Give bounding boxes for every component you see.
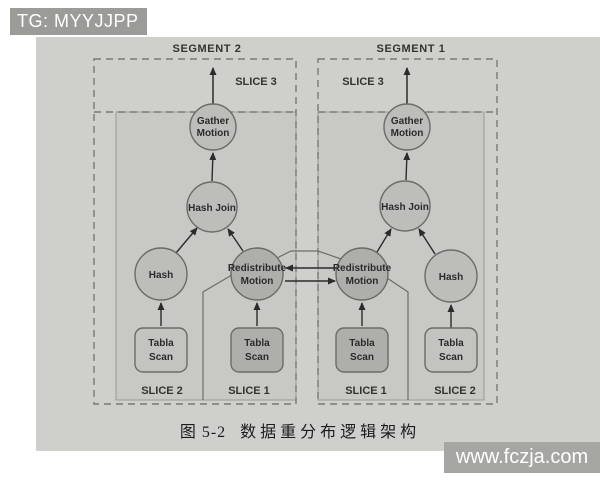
- figure-caption: 图 5-2 数据重分布逻辑架构: [0, 418, 600, 442]
- redistribute-motion-node-right: Redistribute Motion: [333, 247, 392, 301]
- hash-node-left: Hash: [134, 247, 188, 301]
- segment2-title: SEGMENT 2: [173, 43, 242, 55]
- table-scan-node-left-slice1: Tabla Scan: [230, 327, 284, 373]
- arrow-hash-to-hashjoin-right: [418, 228, 436, 255]
- hash-label: Hash: [149, 270, 173, 281]
- table-scan-node-right-slice1: Tabla Scan: [335, 327, 389, 373]
- gather-label-line1: Gather: [391, 116, 423, 127]
- hash-label: Hash: [439, 272, 463, 283]
- table-scan-label-line1: Tabla: [438, 338, 464, 349]
- gather-motion-node-left: Gather Motion: [189, 103, 237, 151]
- arrow-hashjoin-to-gather-left: [209, 152, 217, 182]
- table-scan-label-line2: Scan: [350, 352, 374, 363]
- watermark-top-left: TG: MYYJJPP: [10, 8, 147, 35]
- watermark-top-left-text: TG: MYYJJPP: [17, 11, 139, 31]
- arrow-hashjoin-to-gather-right: [403, 152, 411, 181]
- figure-title: 数据重分布逻辑架构: [240, 424, 421, 441]
- redistribute-label-line1: Redistribute: [228, 263, 287, 274]
- segment1-slice1-label: SLICE 1: [345, 385, 387, 397]
- redistribute-label-line2: Motion: [241, 276, 274, 287]
- segment2-slice3-label: SLICE 3: [235, 76, 277, 88]
- gather-label-line2: Motion: [391, 128, 424, 139]
- watermark-bottom-right: www.fczja.com: [444, 442, 600, 473]
- table-scan-label-line1: Tabla: [148, 338, 174, 349]
- cross-channel-top-line: [274, 250, 345, 261]
- segment2-box: [93, 58, 297, 405]
- gather-label-line2: Motion: [197, 128, 230, 139]
- segment1-box: [317, 58, 498, 405]
- hash-join-node-right: Hash Join: [379, 180, 431, 232]
- arrow-hash-to-hashjoin-left: [175, 227, 198, 254]
- segment1-title: SEGMENT 1: [377, 43, 446, 55]
- segment1-slice2-label: SLICE 2: [434, 385, 476, 397]
- redistribute-motion-node-left: Redistribute Motion: [228, 247, 287, 301]
- table-scan-label-line2: Scan: [149, 352, 173, 363]
- segment2-slice1-label: SLICE 1: [228, 385, 270, 397]
- hash-join-label: Hash Join: [381, 202, 429, 213]
- table-scan-label-line1: Tabla: [349, 338, 375, 349]
- hash-node-right: Hash: [424, 249, 478, 303]
- table-scan-node-left-slice2: Tabla Scan: [134, 327, 188, 373]
- figure-number: 图 5-2: [179, 424, 227, 441]
- hash-join-node-left: Hash Join: [186, 181, 238, 233]
- redistribute-label-line2: Motion: [346, 276, 379, 287]
- hash-join-label: Hash Join: [188, 203, 236, 214]
- redistribute-label-line1: Redistribute: [333, 263, 392, 274]
- segment2-slice2-label: SLICE 2: [141, 385, 183, 397]
- segment1-slice3-label: SLICE 3: [342, 76, 384, 88]
- arrow-redistribute-to-hashjoin-right: [376, 228, 392, 253]
- table-scan-label-line2: Scan: [439, 352, 463, 363]
- gather-label-line1: Gather: [197, 116, 229, 127]
- table-scan-node-right-slice2: Tabla Scan: [424, 327, 478, 373]
- gather-motion-node-right: Gather Motion: [383, 103, 431, 151]
- arrow-redistribute-to-hashjoin-left: [227, 228, 244, 252]
- table-scan-label-line2: Scan: [245, 352, 269, 363]
- table-scan-label-line1: Tabla: [244, 338, 270, 349]
- watermark-bottom-right-text: www.fczja.com: [455, 446, 589, 468]
